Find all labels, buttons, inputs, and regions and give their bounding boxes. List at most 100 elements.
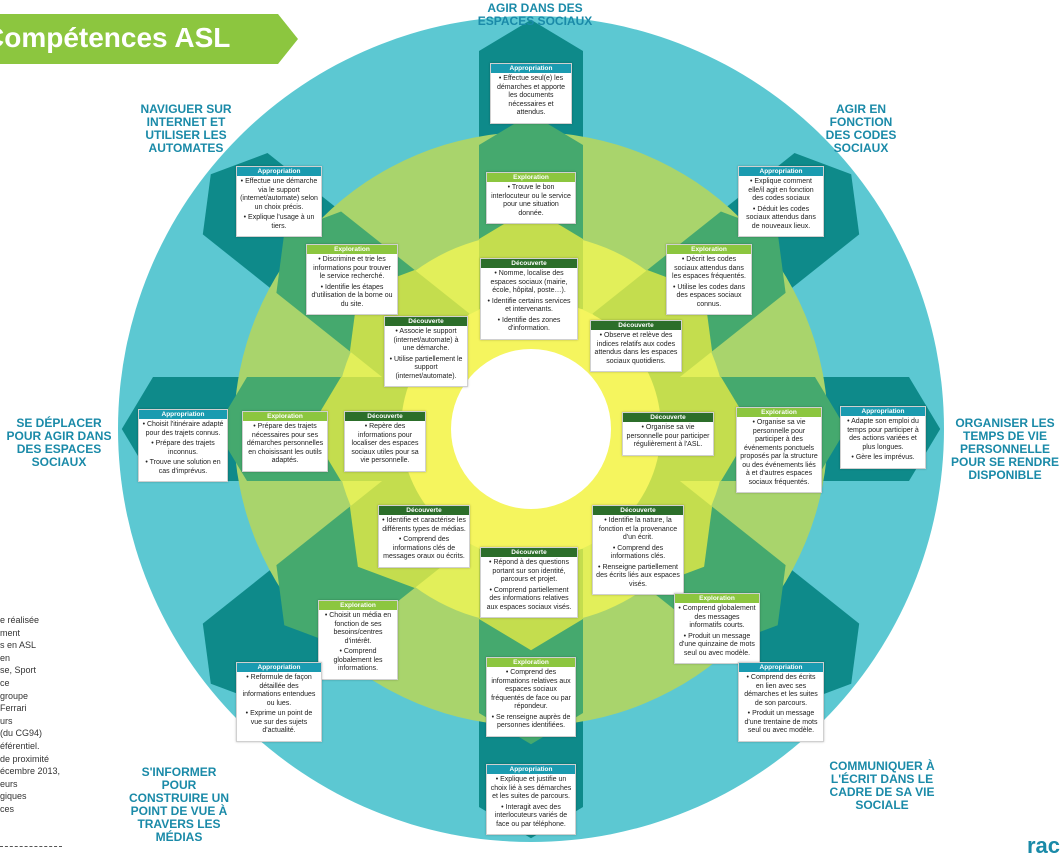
box-bottom-right-appropriation: Appropriation • Comprend des écrits en l… — [738, 662, 824, 742]
competence-text: • Produit un message d'une quinzaine de … — [679, 632, 755, 657]
box-top-right-decouverte: Découverte • Observe et relève des indic… — [590, 320, 682, 372]
competence-text: • Décrit les codes sociaux attendus dans… — [672, 256, 746, 280]
competence-text: • Organise sa vie personnelle pour parti… — [740, 419, 818, 486]
level-header: Découverte — [593, 506, 683, 515]
competence-text: • Adapte son emploi du temps pour partic… — [847, 418, 919, 451]
level-header: Découverte — [385, 317, 467, 326]
level-header: Exploration — [667, 245, 751, 254]
title-banner: Compétences ASL — [0, 14, 298, 64]
competence-text: • Identifie des zones d'information. — [497, 316, 561, 333]
level-header: Découverte — [481, 548, 577, 557]
level-header: Appropriation — [487, 765, 575, 774]
box-bottom-left-appropriation: Appropriation • Reformule de façon détai… — [236, 662, 322, 742]
competence-text: • Identifie certains services et interve… — [487, 297, 571, 314]
competence-text: • Interagit avec des interlocuteurs vari… — [494, 803, 568, 828]
competence-text: • Associe le support (internet/automate)… — [393, 328, 459, 352]
axis-label-bottom-left: S'INFORMER POUR CONSTRUIRE UN POINT DE V… — [128, 765, 229, 844]
competence-text: • Identifie les étapes d'utilisation de … — [311, 283, 393, 308]
box-bottom-appropriation: Appropriation • Explique et justifie un … — [486, 764, 576, 835]
box-bottom-decouverte: Découverte • Répond à des questions port… — [480, 547, 578, 618]
page-title: Compétences ASL — [0, 22, 231, 53]
level-header: Appropriation — [841, 407, 925, 416]
competence-text: • Comprend globalement les informations. — [333, 648, 383, 672]
competence-text: • Choisit l'itinéraire adapté pour des t… — [142, 421, 224, 437]
level-header: Découverte — [481, 259, 577, 268]
competence-text: • Observe et relève des indices relatifs… — [594, 332, 678, 365]
competence-text: • Comprend des informations clés de mess… — [383, 536, 465, 560]
box-left-exploration: Exploration • Prépare des trajets nécess… — [242, 411, 328, 472]
box-left-appropriation: Appropriation • Choisit l'itinéraire ada… — [138, 409, 228, 482]
competence-text: • Explique et justifie un choix lié à se… — [490, 776, 572, 800]
competence-text: • Repère des informations pour localiser… — [351, 423, 419, 464]
title-banner-shape — [0, 14, 298, 64]
box-bottom-right-decouverte: Découverte • Identifie la nature, la fon… — [592, 505, 684, 595]
competence-text: • Comprend globalement des messages info… — [678, 605, 756, 629]
axis-label-top-right: AGIR EN FONCTION DES CODES SOCIAUX — [825, 102, 897, 155]
box-top-left-exploration: Exploration • Discrimine et trie les inf… — [306, 244, 398, 315]
competence-text: • Prépare des trajets nécessaires pour s… — [246, 423, 324, 464]
competence-text: • Effectue seul(e) les démarches et appo… — [496, 75, 566, 116]
level-header: Appropriation — [237, 663, 321, 672]
box-left-decouverte: Découverte • Repère des informations pou… — [344, 411, 426, 472]
competence-text: • Gère les imprévus. — [851, 454, 915, 461]
competence-text: • Explique l'usage à un tiers. — [243, 214, 315, 230]
competence-text: • Déduit les codes sociaux attendus dans… — [746, 205, 816, 230]
side-note: e réalisée ment s en ASL en se, Sport ce… — [0, 615, 61, 814]
competence-text: • Utilise les codes dans des espaces soc… — [672, 283, 746, 308]
level-header: Exploration — [243, 412, 327, 421]
competence-text: • Effectue une démarche via le support (… — [240, 178, 318, 211]
logo: rac — [1027, 833, 1061, 858]
level-header: Appropriation — [491, 64, 571, 73]
competence-text: • Explique comment elle/il agit en fonct… — [748, 178, 814, 202]
competence-text: • Choisit un média en fonction de ses be… — [324, 612, 392, 645]
level-header: Appropriation — [739, 167, 823, 176]
axis-label-right: ORGANISER LES TEMPS DE VIE PERSONNELLE P… — [950, 416, 1060, 482]
competence-text: • Répond à des questions portant sur son… — [489, 559, 569, 583]
competence-text: • Discrimine et trie les informations po… — [313, 256, 391, 280]
level-header: Appropriation — [139, 410, 227, 419]
competence-text: • Produit un message d'une trentaine de … — [744, 710, 818, 734]
axis-label-bottom-right: COMMUNIQUER À L'ÉCRIT DANS LE CADRE DE S… — [829, 759, 935, 812]
axis-label-top-left: NAVIGUER SUR INTERNET ET UTILISER LES AU… — [140, 102, 232, 155]
box-bottom-left-exploration: Exploration • Choisit un média en foncti… — [318, 600, 398, 680]
competence-text: • Identifie la nature, la fonction et la… — [598, 517, 678, 541]
level-header: Découverte — [379, 506, 469, 515]
competence-text: • Organise sa vie personnelle pour parti… — [626, 424, 710, 448]
box-top-right-exploration: Exploration • Décrit les codes sociaux a… — [666, 244, 752, 315]
competence-text: • Utilise partiellement le support (inte… — [389, 355, 463, 380]
competence-text: • Nomme, localise des espaces sociaux (m… — [490, 270, 568, 294]
competence-text: • Renseigne partiellement des écrits lié… — [596, 563, 680, 588]
competence-text: • Reformule de façon détaillée des infor… — [242, 674, 316, 707]
box-bottom-exploration: Exploration • Comprend des informations … — [486, 657, 576, 737]
competence-text: • Se renseigne auprès de personnes ident… — [491, 713, 571, 730]
box-bottom-left-decouverte: Découverte • Identifie et caractérise le… — [378, 505, 470, 568]
box-top-left-decouverte: Découverte • Associe le support (interne… — [384, 316, 468, 387]
competence-text: • Prépare des trajets inconnus. — [151, 440, 215, 456]
axis-label-left: SE DÉPLACER POUR AGIR DANS DES ESPACES S… — [6, 416, 112, 469]
competence-text: • Comprend des informations clés. — [610, 544, 666, 561]
axis-label-top: AGIR DANS DES ESPACES SOCIAUX — [477, 1, 593, 28]
competence-text: • Trouve le bon interlocuteur ou le serv… — [491, 184, 571, 217]
competence-text: • Exprime un point de vue sur des sujets… — [245, 710, 313, 734]
box-right-appropriation: Appropriation • Adapte son emploi du tem… — [840, 406, 926, 469]
competence-text: • Comprend des écrits en lien avec ses d… — [744, 674, 818, 707]
level-header: Découverte — [623, 413, 713, 422]
box-bottom-right-exploration: Exploration • Comprend globalement des m… — [674, 593, 760, 664]
center-hole — [451, 349, 611, 509]
box-top-exploration: Exploration • Trouve le bon interlocuteu… — [486, 172, 576, 224]
competence-text: • Comprend partiellement des information… — [486, 586, 572, 611]
box-top-decouverte: Découverte • Nomme, localise des espaces… — [480, 258, 578, 340]
level-header: Découverte — [345, 412, 425, 421]
level-header: Exploration — [737, 408, 821, 417]
level-header: Exploration — [319, 601, 397, 610]
level-header: Exploration — [487, 173, 575, 182]
level-header: Appropriation — [739, 663, 823, 672]
level-header: Exploration — [307, 245, 397, 254]
dashed-line — [0, 846, 62, 847]
box-top-right-appropriation: Appropriation • Explique comment elle/il… — [738, 166, 824, 237]
level-header: Exploration — [487, 658, 575, 667]
competence-text: • Comprend des informations relatives au… — [491, 669, 571, 710]
level-header: Exploration — [675, 594, 759, 603]
level-header: Appropriation — [237, 167, 321, 176]
box-top-left-appropriation: Appropriation • Effectue une démarche vi… — [236, 166, 322, 237]
